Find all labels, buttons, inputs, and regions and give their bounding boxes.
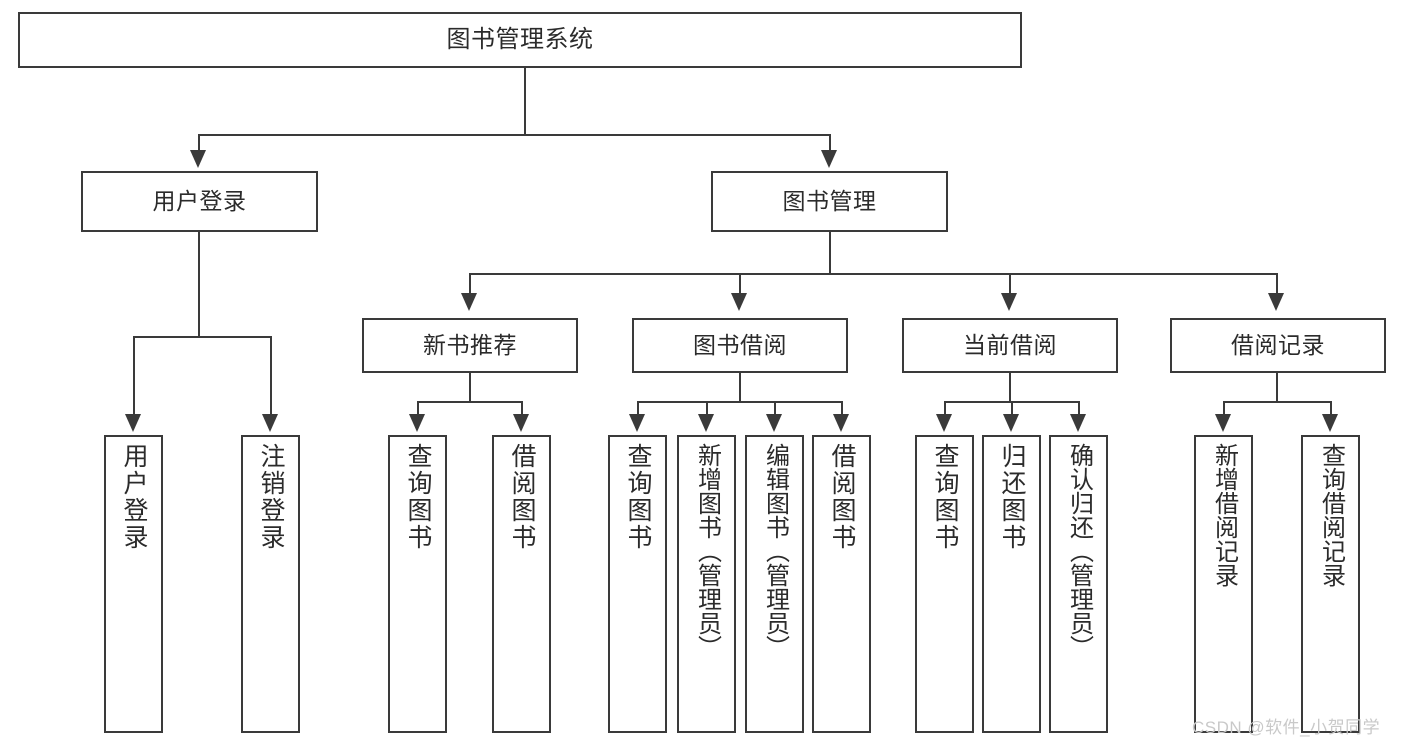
connector-br-to-leaf-0 <box>1223 401 1225 418</box>
node-label: 新增借阅记录 <box>1210 443 1238 587</box>
connector-user-login-to-leaf-1 <box>270 336 272 418</box>
connector-bb-to-leaf-1 <box>706 401 708 418</box>
leaf-query-book-2[interactable]: 查询图书 <box>608 435 667 733</box>
connector-book-management-stem <box>829 232 831 273</box>
node-label: 注销登录 <box>257 443 285 551</box>
node-label: 查询图书 <box>404 443 432 551</box>
connector-bb-to-leaf-3 <box>841 401 843 418</box>
arrowhead-cb-to-leaf-1 <box>1003 414 1019 432</box>
leaf-confirm-return[interactable]: 确认归还（管理员） <box>1049 435 1108 733</box>
connector-root-to-user-login <box>198 134 200 156</box>
arrowhead-root-to-user-login <box>190 150 206 168</box>
node-new-book-recommend[interactable]: 新书推荐 <box>362 318 578 373</box>
connector-borrow-record-bus <box>1223 401 1331 403</box>
arrowhead-new-book-to-leaf-0 <box>409 414 425 432</box>
node-label: 图书管理系统 <box>446 26 594 54</box>
node-label: 查询借阅记录 <box>1317 443 1345 587</box>
node-label: 当前借阅 <box>963 332 1057 359</box>
connector-cb-to-leaf-1 <box>1011 401 1013 418</box>
leaf-return-book[interactable]: 归还图书 <box>982 435 1041 733</box>
node-label: 新书推荐 <box>423 332 517 359</box>
node-label: 编辑图书（管理员） <box>761 443 789 659</box>
leaf-user-login[interactable]: 用户登录 <box>104 435 163 733</box>
connector-new-book-to-leaf-1 <box>521 401 523 418</box>
connector-bm-to-book-borrow <box>739 273 741 297</box>
leaf-query-book-3[interactable]: 查询图书 <box>915 435 974 733</box>
connector-cb-to-leaf-2 <box>1078 401 1080 418</box>
node-label: 图书借阅 <box>693 332 787 359</box>
arrowhead-bb-to-leaf-3 <box>833 414 849 432</box>
arrowhead-cb-to-leaf-0 <box>936 414 952 432</box>
connector-bm-to-borrow-record <box>1276 273 1278 297</box>
node-borrow-record[interactable]: 借阅记录 <box>1170 318 1386 373</box>
connector-book-management-bus <box>469 273 1276 275</box>
leaf-user-logout[interactable]: 注销登录 <box>241 435 300 733</box>
connector-book-borrow-bus <box>637 401 842 403</box>
arrowhead-new-book-to-leaf-1 <box>513 414 529 432</box>
connector-root-stem <box>524 68 526 134</box>
arrowhead-br-to-leaf-0 <box>1215 414 1231 432</box>
leaf-query-book-1[interactable]: 查询图书 <box>388 435 447 733</box>
connector-new-book-bus <box>417 401 522 403</box>
node-user-login[interactable]: 用户登录 <box>81 171 318 232</box>
csdn-watermark: CSDN @软件_小贺同学 <box>1192 718 1381 737</box>
arrowhead-bb-to-leaf-2 <box>766 414 782 432</box>
arrowhead-bb-to-leaf-0 <box>629 414 645 432</box>
arrowhead-bm-to-borrow-record <box>1268 293 1284 311</box>
connector-bb-to-leaf-0 <box>637 401 639 418</box>
arrowhead-user-login-to-leaf-0 <box>125 414 141 432</box>
node-book-borrow[interactable]: 图书借阅 <box>632 318 848 373</box>
leaf-edit-book[interactable]: 编辑图书（管理员） <box>745 435 804 733</box>
node-label: 图书管理 <box>782 188 877 215</box>
connector-book-borrow-stem <box>739 373 741 401</box>
node-label: 用户登录 <box>152 188 247 215</box>
arrowhead-bm-to-book-borrow <box>731 293 747 311</box>
leaf-query-record[interactable]: 查询借阅记录 <box>1301 435 1360 733</box>
arrowhead-root-to-book-management <box>821 150 837 168</box>
connector-user-login-stem <box>198 232 200 336</box>
node-book-management[interactable]: 图书管理 <box>711 171 948 232</box>
node-label: 借阅图书 <box>828 443 856 551</box>
leaf-borrow-book-1[interactable]: 借阅图书 <box>492 435 551 733</box>
node-root-system[interactable]: 图书管理系统 <box>18 12 1022 68</box>
node-label: 归还图书 <box>998 443 1026 551</box>
connector-bm-to-new-book <box>469 273 471 297</box>
node-label: 确认归还（管理员） <box>1065 443 1093 659</box>
connector-br-to-leaf-1 <box>1330 401 1332 418</box>
arrowhead-bb-to-leaf-1 <box>698 414 714 432</box>
arrowhead-cb-to-leaf-2 <box>1070 414 1086 432</box>
connector-new-book-stem <box>469 373 471 401</box>
arrowhead-user-login-to-leaf-1 <box>262 414 278 432</box>
connector-user-login-bus <box>133 336 271 338</box>
node-label: 借阅图书 <box>508 443 536 551</box>
leaf-add-record[interactable]: 新增借阅记录 <box>1194 435 1253 733</box>
arrowhead-bm-to-current-borrow <box>1001 293 1017 311</box>
leaf-borrow-book-2[interactable]: 借阅图书 <box>812 435 871 733</box>
node-label: 查询图书 <box>931 443 959 551</box>
connector-cb-to-leaf-0 <box>944 401 946 418</box>
connector-bb-to-leaf-2 <box>774 401 776 418</box>
node-label: 用户登录 <box>120 443 148 551</box>
connector-current-borrow-stem <box>1009 373 1011 401</box>
connector-user-login-to-leaf-0 <box>133 336 135 418</box>
node-label: 查询图书 <box>624 443 652 551</box>
connector-new-book-to-leaf-0 <box>417 401 419 418</box>
connector-bm-to-current-borrow <box>1009 273 1011 297</box>
node-label: 新增图书（管理员） <box>693 443 721 659</box>
node-label: 借阅记录 <box>1231 332 1325 359</box>
connector-root-to-book-management <box>829 134 831 156</box>
arrowhead-br-to-leaf-1 <box>1322 414 1338 432</box>
node-current-borrow[interactable]: 当前借阅 <box>902 318 1118 373</box>
arrowhead-bm-to-new-book <box>461 293 477 311</box>
connector-borrow-record-stem <box>1276 373 1278 401</box>
connector-root-bus <box>198 134 830 136</box>
leaf-add-book[interactable]: 新增图书（管理员） <box>677 435 736 733</box>
